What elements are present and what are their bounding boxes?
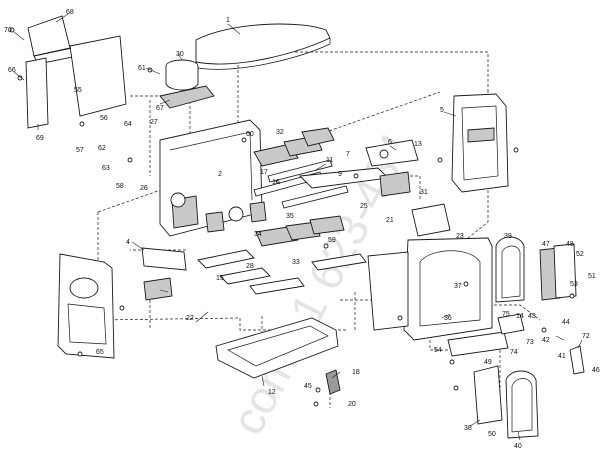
callout-4: 4 (126, 239, 130, 246)
callout-40: 40 (514, 443, 522, 450)
callout-50: 50 (488, 431, 496, 438)
callout-5: 5 (440, 107, 444, 114)
callout-73: 73 (526, 339, 534, 346)
callout-57: 57 (76, 147, 84, 154)
upper-door-glass (539, 243, 577, 301)
callout-9: 9 (338, 171, 342, 178)
callout-16: 16 (272, 179, 280, 186)
callout-55: 55 (74, 87, 82, 94)
lower-door (473, 365, 539, 439)
callout-17: 17 (260, 169, 268, 176)
callout-32: 32 (276, 129, 284, 136)
callout-75: 75 (502, 311, 510, 318)
callout-6: 6 (388, 139, 392, 146)
firebrick-panels (205, 127, 345, 247)
callout-42: 42 (542, 337, 550, 344)
callout-1: 1 (226, 17, 230, 24)
front-ash-lip (141, 247, 187, 271)
callout-48: 48 (566, 241, 574, 248)
rear-heat-shield (25, 15, 127, 129)
side-plate-31 (143, 171, 411, 301)
callout-labels: 1 2 4 5 6 7 9 11 12 13 14 15 16 17 18 20… (4, 9, 600, 450)
callout-23: 23 (456, 233, 464, 240)
right-side-panel (451, 93, 509, 193)
callout-35: 35 (286, 213, 294, 220)
door-handle (569, 345, 585, 375)
callout-39: 39 (504, 233, 512, 240)
callout-60: 60 (246, 131, 254, 138)
flue-collar (159, 59, 215, 109)
callout-22: 22 (186, 315, 194, 322)
callout-62: 62 (98, 145, 106, 152)
callout-46: 46 (592, 367, 600, 374)
callout-45: 45 (304, 383, 312, 390)
callout-34: 34 (254, 231, 262, 238)
ash-pan (215, 317, 339, 379)
callout-15: 15 (216, 275, 224, 282)
callout-72: 72 (582, 333, 590, 340)
callout-38: 38 (464, 425, 472, 432)
callout-65: 65 (96, 349, 104, 356)
callout-36: 36 (444, 315, 452, 322)
callout-11: 11 (326, 157, 333, 164)
callout-20: 20 (348, 401, 356, 408)
callout-21: 21 (386, 217, 394, 224)
callout-37: 37 (454, 283, 462, 290)
callout-69: 69 (36, 135, 44, 142)
ash-lip-bar (447, 331, 509, 357)
callout-52: 52 (576, 251, 584, 258)
top-plate (195, 23, 331, 70)
callout-68: 68 (66, 9, 74, 16)
callout-74: 74 (510, 349, 518, 356)
callout-7: 7 (346, 151, 350, 158)
callout-58: 58 (116, 183, 124, 190)
upper-door (495, 236, 525, 303)
rear-bracket (365, 139, 419, 167)
fasteners (9, 27, 575, 407)
callout-12: 12 (268, 389, 276, 396)
callout-33: 33 (292, 259, 300, 266)
ash-pan-handle (325, 369, 341, 395)
callout-43: 43 (528, 313, 536, 320)
firebox-body (159, 119, 263, 237)
callout-64: 64 (124, 121, 132, 128)
callout-70: 70 (4, 27, 12, 34)
callout-59: 59 (328, 237, 336, 244)
front-frame (403, 237, 493, 341)
callout-63: 63 (102, 165, 110, 172)
leader-lines (13, 13, 583, 441)
callout-31: 31 (420, 189, 428, 196)
callout-51: 51 (588, 273, 596, 280)
callout-44: 44 (562, 319, 570, 326)
callout-49: 49 (484, 359, 492, 366)
callout-18: 18 (352, 369, 360, 376)
callout-2: 2 (218, 171, 222, 178)
callout-61: 61 (138, 65, 146, 72)
bracket-75 (497, 313, 525, 335)
callout-67: 67 (156, 105, 164, 112)
callout-54: 54 (434, 347, 442, 354)
callout-13: 13 (414, 141, 422, 148)
callout-26: 26 (140, 185, 148, 192)
callout-53: 53 (570, 281, 578, 288)
callout-47: 47 (542, 241, 550, 248)
grate-parts (197, 249, 367, 295)
side-trim (367, 203, 451, 331)
callout-27: 27 (150, 119, 158, 126)
callout-66: 66 (8, 67, 16, 74)
callout-25: 25 (360, 203, 368, 210)
callout-14: 14 (516, 313, 524, 320)
front-left-panel (57, 253, 115, 359)
callout-41: 41 (558, 353, 566, 360)
callout-56: 56 (100, 115, 108, 122)
callout-30: 30 (176, 51, 184, 58)
callout-28: 28 (246, 263, 254, 270)
